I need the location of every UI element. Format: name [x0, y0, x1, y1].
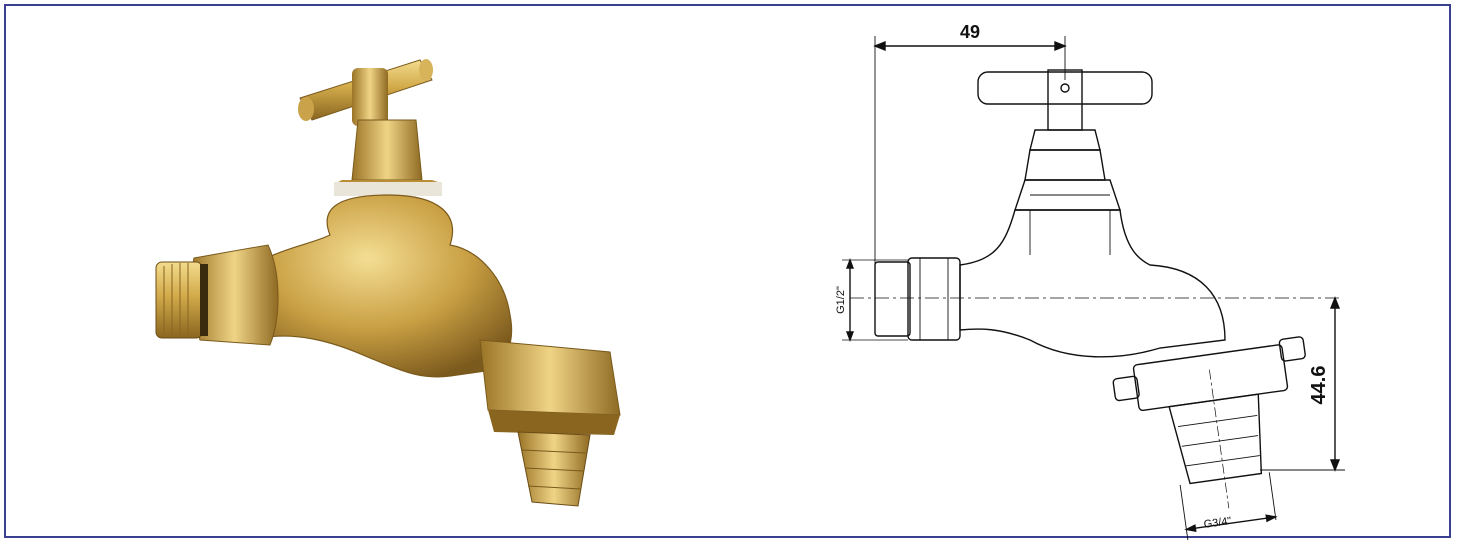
dimension-line-outlet	[1186, 516, 1276, 531]
dimension-label-width: 49	[960, 22, 980, 42]
dimension-label-height: 44.6	[1308, 366, 1330, 405]
technical-drawing: 49 44.6 G1/2" G3/4"	[835, 22, 1345, 540]
dimension-label-outlet: G3/4"	[1203, 515, 1232, 531]
brass-faucet-photo	[155, 59, 621, 507]
inlet-thread	[155, 261, 203, 339]
t-handle	[298, 59, 433, 126]
faucet-body	[249, 194, 513, 378]
outlet-nut	[479, 339, 621, 416]
dimension-label-inlet: G1/2"	[835, 286, 847, 314]
